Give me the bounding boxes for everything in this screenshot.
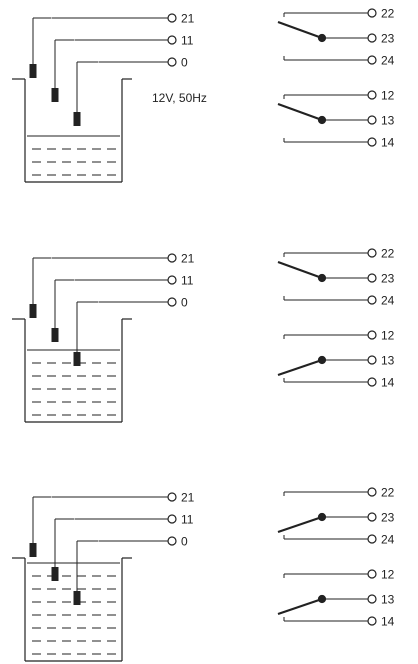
relay-2: 12 13 14 [277, 329, 395, 390]
probe-electrode [29, 304, 37, 318]
terminal-label: 11 [181, 274, 194, 288]
terminal-14 [367, 377, 377, 387]
terminal-22 [367, 487, 377, 497]
panel-1: 21 11 0 22 23 24 12 13 14 [12, 7, 395, 183]
probe-electrode [29, 543, 37, 557]
tank [12, 318, 132, 423]
probe-electrode [29, 64, 37, 78]
terminal-24 [367, 534, 377, 544]
relay-2: 12 13 14 [277, 89, 395, 150]
terminal-label: 0 [181, 535, 188, 549]
terminal-24 [367, 295, 377, 305]
terminal-0 [167, 536, 177, 546]
supply-voltage-label: 12V, 50Hz [152, 91, 207, 105]
probe-electrode [51, 567, 59, 581]
terminal-0 [167, 297, 177, 307]
terminal-11 [167, 514, 177, 524]
terminal-label: 22 [381, 7, 395, 21]
terminal-label: 24 [381, 54, 395, 68]
terminal-label: 24 [381, 294, 395, 308]
terminal-label: 24 [381, 533, 395, 547]
water [27, 349, 120, 416]
tank [12, 78, 132, 183]
relay-2: 12 13 14 [277, 568, 395, 629]
terminal-22 [367, 8, 377, 18]
terminal-label: 21 [181, 12, 195, 26]
switch-arm [277, 260, 323, 280]
terminal-11 [167, 35, 177, 45]
terminal-21 [167, 492, 177, 502]
terminal-14 [367, 616, 377, 626]
water [27, 135, 120, 176]
terminal-label: 13 [381, 593, 395, 607]
panel-3: 21 11 0 22 23 24 12 13 14 [12, 486, 395, 662]
terminal-22 [367, 248, 377, 258]
terminal-label: 23 [381, 272, 395, 286]
terminal-label: 22 [381, 247, 395, 261]
probe-electrode [73, 112, 81, 126]
terminal-label: 12 [381, 329, 395, 343]
tank [12, 557, 132, 662]
terminal-11 [167, 275, 177, 285]
terminal-label: 11 [181, 513, 194, 527]
terminal-label: 12 [381, 89, 395, 103]
terminal-label: 14 [381, 376, 395, 390]
terminal-label: 14 [381, 615, 395, 629]
probe-electrode [73, 352, 81, 366]
terminal-14 [367, 137, 377, 147]
terminal-label: 23 [381, 32, 395, 46]
terminal-24 [367, 55, 377, 65]
terminal-label: 21 [181, 491, 195, 505]
probe-electrode [51, 328, 59, 342]
switch-arm [277, 20, 323, 40]
terminal-12 [367, 569, 377, 579]
terminal-13 [367, 594, 377, 604]
terminal-21 [167, 253, 177, 263]
terminal-13 [367, 355, 377, 365]
terminal-13 [367, 115, 377, 125]
terminal-label: 12 [381, 568, 395, 582]
water [27, 562, 120, 655]
terminal-0 [167, 57, 177, 67]
terminal-label: 0 [181, 296, 188, 310]
terminal-label: 11 [181, 34, 194, 48]
probe-electrode [73, 591, 81, 605]
terminal-23 [367, 512, 377, 522]
switch-arm [277, 358, 323, 377]
relay-1: 22 23 24 [277, 486, 395, 547]
terminal-label: 22 [381, 486, 395, 500]
relay-1: 22 23 24 [277, 247, 395, 308]
terminal-12 [367, 90, 377, 100]
terminal-21 [167, 13, 177, 23]
terminal-23 [367, 33, 377, 43]
panels-layer: 2111022232412131421110222324121314211102… [12, 7, 395, 662]
terminal-12 [367, 330, 377, 340]
terminal-label: 13 [381, 354, 395, 368]
switch-arm [277, 515, 323, 534]
terminal-23 [367, 273, 377, 283]
probe-electrode [51, 88, 59, 102]
switch-arm [277, 597, 323, 616]
terminal-label: 14 [381, 136, 395, 150]
terminal-label: 23 [381, 511, 395, 525]
panel-2: 21 11 0 22 23 24 12 13 14 [12, 247, 395, 423]
terminal-label: 21 [181, 252, 195, 266]
terminal-label: 13 [381, 114, 395, 128]
terminal-label: 0 [181, 56, 188, 70]
relay-1: 22 23 24 [277, 7, 395, 68]
switch-arm [277, 102, 323, 122]
